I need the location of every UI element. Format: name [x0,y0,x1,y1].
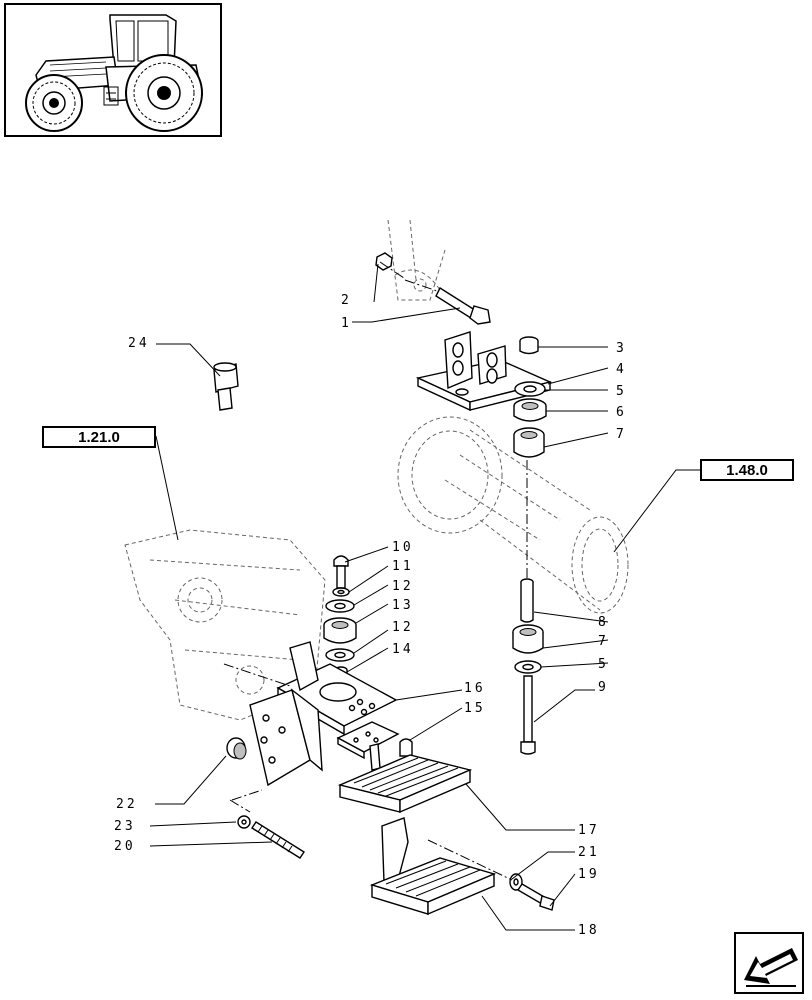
part-label-7-upper: 7 [616,427,627,442]
step-part-17 [337,754,473,814]
previous-page-arrow-icon [744,948,798,987]
part-label-22: 22 [116,797,138,812]
washer-part-5-upper [514,381,546,397]
bolt-part-10 [333,555,349,589]
tractor-thumbnail [4,3,222,137]
spacer-part-22 [226,737,247,760]
step-part-18 [369,817,497,916]
washer-part-12-lower [325,648,355,662]
part-label-14: 14 [392,642,414,657]
support-bracket-part-16 [249,641,398,787]
part-label-23: 23 [114,819,136,834]
tractor-thumbnail-icon [25,14,203,132]
nut-part-3 [519,336,539,355]
part-label-7-lower: 7 [598,634,609,649]
part-labels: 1 2 3 4 5 6 7 8 7 5 9 10 11 12 13 12 14 … [114,293,627,938]
part-label-12-lower: 12 [392,620,414,635]
washer-part-12-upper [325,599,355,613]
part-label-24: 24 [128,336,150,351]
mount-part-13 [323,617,357,644]
washer-part-23 [237,815,251,829]
mount-part-7-lower [512,624,544,654]
assembly-centerlines [223,261,528,881]
part-label-20: 20 [114,839,136,854]
plate-part-15 [336,721,413,771]
part-label-12-upper: 12 [392,579,414,594]
reference-box-1-21-0[interactable]: 1.21.0 [42,426,156,448]
part-label-3: 3 [616,341,627,356]
part-label-9: 9 [598,680,609,695]
nut-part-2 [375,252,393,271]
part-label-17: 17 [578,823,600,838]
part-label-21: 21 [578,845,600,860]
spacer-part-8 [520,578,534,623]
bolt-part-19 [517,883,555,911]
mount-part-7-upper [513,427,545,458]
part-label-10: 10 [392,540,414,555]
washer-part-5-lower [514,660,542,674]
washer-part-11 [332,587,350,597]
bolt-part-9 [520,675,536,755]
part-label-1: 1 [341,316,352,331]
phantom-rear-axle [397,416,629,614]
bolt-part-24 [213,362,239,411]
part-label-15: 15 [464,701,486,716]
part-label-18: 18 [578,923,600,938]
previous-page-button[interactable] [734,932,804,994]
phantom-cab-pillar [387,219,446,301]
part-label-16: 16 [464,681,486,696]
part-label-11: 11 [392,559,414,574]
reference-box-1-48-0[interactable]: 1.48.0 [700,459,794,481]
part-label-13: 13 [392,598,414,613]
leader-lines [149,263,700,931]
mount-part-6 [513,398,547,422]
part-label-5-lower: 5 [598,657,609,672]
part-label-8: 8 [598,615,609,630]
part-label-4: 4 [616,362,627,377]
part-label-5-upper: 5 [616,384,627,399]
stud-part-20 [251,821,305,859]
part-label-2: 2 [341,293,352,308]
part-label-6: 6 [616,405,627,420]
part-label-19: 19 [578,867,600,882]
bolt-part-1 [404,279,491,325]
